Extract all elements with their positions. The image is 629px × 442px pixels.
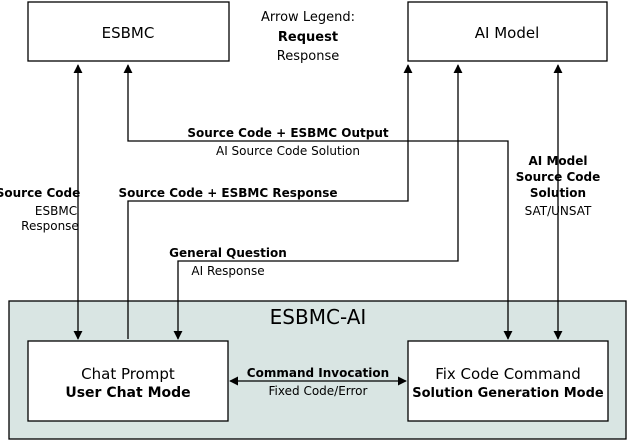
command-response: Fixed Code/Error [269,384,368,398]
command-request: Command Invocation [247,366,389,380]
fix-code-box [407,340,609,422]
ai-model-label: AI Model [475,24,540,42]
esbmc-label: ESBMC [102,24,155,42]
arrow-chat-ai [127,64,413,339]
esbmc-fix-response: AI Source Code Solution [216,144,360,158]
ai-fix-request-1: AI Model [529,154,588,168]
container-label: ESBMC-AI [270,305,367,329]
esbmc-chat-response-1: ESBMC [35,204,77,218]
fix-code-mode: Solution Generation Mode [412,386,604,401]
esbmc-chat-response-2: Response [21,219,79,233]
chat-prompt-title: Chat Prompt [81,365,175,383]
legend-response: Response [277,49,339,64]
general-response: AI Response [191,264,264,278]
arrow-general [173,64,463,340]
arrow-esbmc-fix [123,64,513,340]
chat-prompt-box [27,340,229,422]
esbmc-box [27,1,230,62]
legend-title: Arrow Legend: [261,10,355,25]
esbmc-fix-request: Source Code + ESBMC Output [187,126,388,140]
general-request: General Question [169,246,287,260]
ai-model-box [407,1,608,62]
legend-request: Request [278,30,338,45]
esbmc-chat-request: Source Code [0,186,80,200]
ai-fix-response: SAT/UNSAT [525,204,592,218]
chat-prompt-mode: User Chat Mode [65,385,190,401]
chat-ai-request: Source Code + ESBMC Response [118,186,337,200]
ai-fix-request-3: Solution [530,186,586,200]
fix-code-title: Fix Code Command [435,365,581,383]
ai-fix-request-2: Source Code [516,170,601,184]
